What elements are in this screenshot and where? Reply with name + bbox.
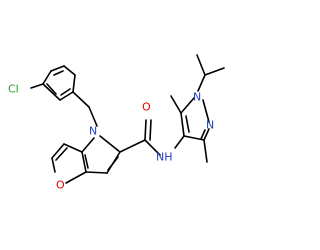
bond	[84, 154, 89, 169]
carbonyl-oxygen-label: O	[142, 101, 151, 114]
bond	[170, 95, 182, 114]
bond	[30, 83, 44, 89]
bond	[107, 156, 119, 171]
bond	[144, 139, 161, 156]
bond	[200, 129, 206, 140]
bond-lines	[30, 54, 225, 184]
bond	[180, 112, 185, 137]
bond	[99, 135, 121, 153]
bond	[197, 74, 206, 92]
bond	[203, 139, 208, 163]
bond	[196, 54, 206, 76]
bond	[185, 115, 190, 133]
bond	[50, 65, 65, 72]
bond	[202, 99, 210, 123]
bond	[65, 171, 87, 184]
pyrrole-nitrogen-label: N	[89, 125, 97, 138]
bond	[63, 143, 83, 153]
bond	[144, 119, 147, 141]
bond	[51, 143, 65, 159]
bond	[149, 119, 152, 141]
bond	[81, 151, 87, 173]
bond	[60, 88, 71, 96]
pyrazole-n2-label: N	[206, 119, 214, 132]
bond	[59, 91, 74, 101]
chlorine-atom-label: Cl	[8, 83, 19, 96]
amide-nh-label: NH	[156, 151, 173, 164]
bond	[204, 67, 225, 76]
bond	[180, 97, 195, 114]
bond	[85, 171, 108, 174]
bond	[81, 137, 95, 153]
furan-oxygen-label: O	[56, 179, 65, 192]
bond	[203, 128, 210, 141]
bond	[42, 83, 61, 101]
bond	[63, 65, 76, 76]
bond	[53, 70, 64, 76]
bond	[72, 74, 76, 93]
bond	[55, 147, 68, 161]
bond	[72, 91, 90, 108]
bond	[119, 139, 146, 153]
bond	[42, 70, 52, 85]
bond	[174, 135, 185, 149]
bond	[88, 106, 98, 127]
molecule-structure: Cl O O N NH N N	[8, 54, 225, 192]
bond	[51, 157, 56, 173]
bond	[46, 83, 57, 95]
pyrazole-n1-label: N	[193, 91, 201, 104]
